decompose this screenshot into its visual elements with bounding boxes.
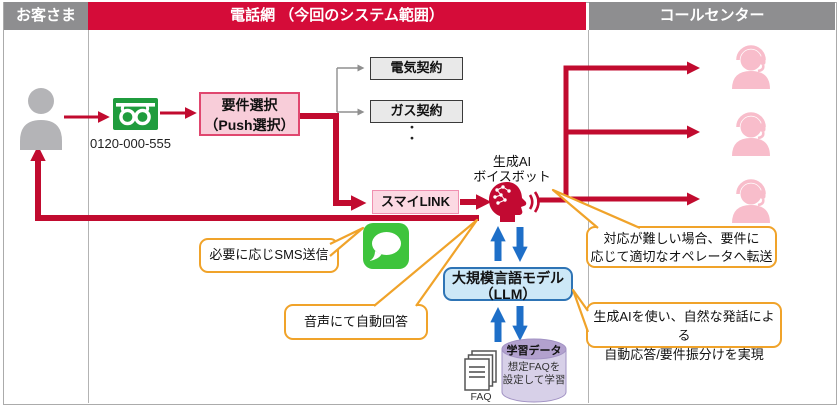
- llm-line1: 大規模言語モデル: [452, 270, 564, 286]
- training-desc-line1: 想定FAQを: [507, 361, 561, 373]
- callout-genai-realization: 生成AIを使い、自然な発話による 自動応答/要件振分けを実現: [586, 302, 782, 362]
- training-desc-line2: 設定して学習: [502, 374, 566, 386]
- sms-message-icon: [363, 223, 409, 269]
- database-cylinder-icon: [501, 338, 567, 403]
- column-divider-customer: [87, 30, 89, 403]
- header-phone-network: 電話網 （今回のシステム範囲）: [88, 2, 586, 30]
- training-data-title: 学習データ: [506, 345, 562, 357]
- gas-contract-box: ガス契約: [370, 100, 463, 123]
- tollfree-dial-icon: [113, 98, 158, 130]
- header-customer: お客さま: [4, 2, 88, 30]
- ai-voicebot-icon: [489, 182, 540, 222]
- voicebot-label-line1: 生成AI: [492, 154, 532, 169]
- llm-line2: （LLM）: [479, 285, 537, 302]
- dot-2: ・: [406, 133, 418, 145]
- menu-selection-line2: （Push選択）: [204, 117, 295, 133]
- voicebot-label: 生成AI ボイスボット: [466, 154, 558, 184]
- ellipsis-dots: ・ ・: [402, 123, 422, 145]
- callout-transfer-line1: 対応が難しい場合、要件に: [603, 231, 760, 246]
- callout-genai-line2: 自動応答/要件振分けを実現: [604, 347, 764, 362]
- callout-voice-answer: 音声にて自動回答: [284, 304, 428, 340]
- dot-1: ・: [406, 122, 418, 134]
- faq-label: FAQ: [470, 391, 492, 403]
- callout-operator-transfer: 対応が難しい場合、要件に 応じて適切なオペレータへ転送: [586, 226, 777, 268]
- menu-selection-box: 要件選択 （Push選択）: [199, 92, 300, 136]
- callout-genai-line1: 生成AIを使い、自然な発話による: [593, 309, 775, 343]
- person-icon: [20, 88, 62, 150]
- menu-selection-line1: 要件選択: [221, 97, 278, 113]
- phone-number: 0120-000-555: [90, 136, 171, 151]
- llm-box: 大規模言語モデル （LLM）: [443, 267, 573, 301]
- sumai-link-box: スマイLINK: [372, 190, 459, 214]
- training-data-desc: 想定FAQを 設定して学習: [501, 361, 567, 387]
- operator-headset-icon: [732, 112, 770, 156]
- operator-headset-icon: [732, 45, 770, 89]
- electric-contract-box: 電気契約: [370, 57, 463, 80]
- callout-sms: 必要に応じSMS送信: [199, 238, 339, 273]
- voicebot-label-line2: ボイスボット: [473, 168, 551, 184]
- header-callcenter: コールセンター: [589, 2, 835, 30]
- faq-documents-icon: [464, 350, 497, 391]
- callout-transfer-line2: 応じて適切なオペレータへ転送: [590, 249, 773, 264]
- operator-headset-icon: [732, 179, 770, 223]
